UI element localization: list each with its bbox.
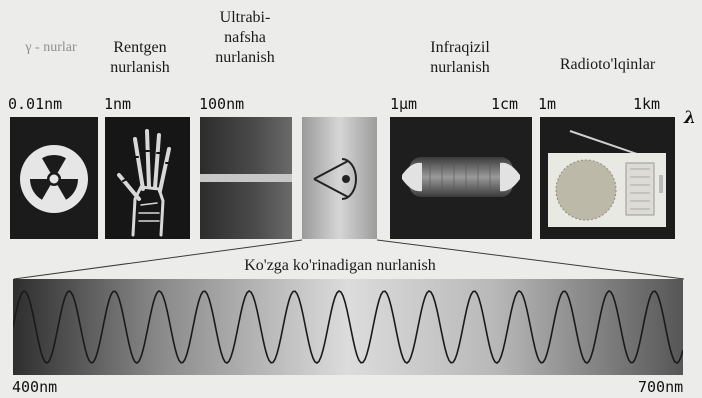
visible-end-label: 700nm <box>638 378 683 396</box>
visible-spectrum-label: Ko'zga ko'rinadigan nurlanish <box>175 257 505 275</box>
visible-spectrum-wave <box>13 279 683 375</box>
visible-start-label: 400nm <box>12 378 57 396</box>
